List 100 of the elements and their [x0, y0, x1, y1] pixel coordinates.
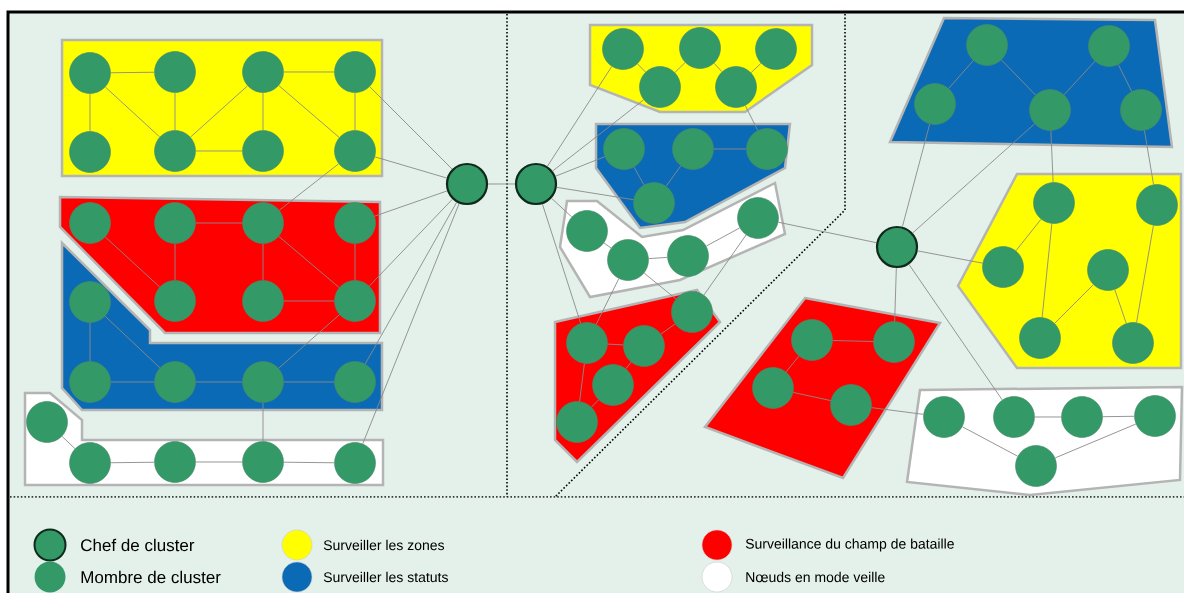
- link-line: [374, 190, 448, 217]
- link-line: [777, 221, 877, 244]
- member-node: [679, 27, 721, 69]
- link-line: [705, 227, 741, 247]
- link-line: [1114, 289, 1127, 324]
- link-line: [703, 234, 747, 296]
- link-line: [487, 183, 516, 185]
- member-node: [334, 202, 376, 244]
- member-node: [242, 130, 284, 172]
- member-node: [242, 202, 284, 244]
- link-line: [174, 92, 176, 131]
- link-line: [104, 236, 161, 288]
- member-node: [26, 401, 68, 443]
- link-line: [190, 85, 248, 138]
- member-node: [1033, 182, 1075, 224]
- link-line: [633, 166, 645, 186]
- link-line: [948, 60, 974, 89]
- member-node: [1134, 395, 1176, 437]
- member-node: [1088, 25, 1130, 67]
- link-line: [579, 363, 585, 402]
- link-line: [61, 435, 76, 450]
- member-node: [737, 197, 779, 239]
- member-node: [154, 130, 196, 172]
- link-line: [364, 201, 458, 365]
- link-line: [1136, 225, 1154, 323]
- link-line: [283, 71, 335, 73]
- member-node: [334, 361, 376, 403]
- member-node: [1061, 396, 1103, 438]
- member-node: [242, 361, 284, 403]
- link-line: [89, 93, 91, 132]
- member-node: [69, 202, 111, 244]
- link-line: [278, 163, 340, 211]
- legend-label: Surveiller les zones: [323, 539, 445, 551]
- link-line: [195, 222, 243, 224]
- link-line: [912, 123, 1035, 234]
- member-node: [1087, 249, 1129, 291]
- link-line: [750, 62, 762, 74]
- link-line: [1054, 423, 1137, 459]
- link-line: [1034, 416, 1062, 418]
- link-line: [278, 314, 340, 369]
- member-node: [334, 51, 376, 93]
- member-node: [830, 384, 872, 426]
- member-node: [566, 322, 608, 364]
- link-line: [1015, 218, 1042, 252]
- member-node: [566, 210, 608, 252]
- link-line: [595, 278, 620, 325]
- link-line: [1144, 130, 1154, 185]
- member-node: [69, 131, 111, 173]
- member-node: [242, 441, 284, 483]
- member-node: [154, 441, 196, 483]
- link-line: [89, 322, 91, 362]
- member-node: [556, 401, 598, 443]
- link-line: [917, 250, 983, 264]
- link-line: [368, 198, 453, 287]
- member-node: [1015, 445, 1057, 487]
- member-node: [1112, 322, 1154, 364]
- link-line: [542, 203, 582, 324]
- link-line: [556, 186, 634, 201]
- member-node: [672, 128, 714, 170]
- member-node: [154, 361, 196, 403]
- legend-label: Nœuds en mode veille: [746, 571, 885, 583]
- link-line: [871, 407, 924, 415]
- link-line: [354, 243, 356, 281]
- member-node: [592, 364, 634, 406]
- link-line: [625, 361, 632, 370]
- member-node: [671, 291, 713, 333]
- link-line: [1054, 284, 1094, 324]
- link-line: [901, 123, 931, 228]
- link-line: [283, 381, 335, 383]
- link-line: [110, 71, 155, 74]
- legend-label: Mombre de cluster: [81, 570, 221, 584]
- link-line: [785, 355, 800, 373]
- link-line: [665, 165, 682, 187]
- link-line: [555, 156, 606, 177]
- link-line: [552, 99, 645, 172]
- link-line: [110, 461, 155, 464]
- link-line: [1117, 64, 1133, 92]
- link-line: [637, 63, 646, 73]
- member-node: [602, 28, 644, 70]
- member-node: [746, 128, 788, 170]
- link-line: [195, 150, 243, 152]
- member-node: [603, 128, 645, 170]
- member-node: [69, 52, 111, 94]
- member-node: [242, 51, 284, 93]
- link-line: [894, 267, 897, 322]
- member-node: [914, 83, 956, 125]
- link-line: [643, 272, 677, 300]
- member-node: [69, 281, 111, 323]
- link-line: [648, 256, 668, 260]
- link-line: [1050, 130, 1054, 183]
- member-node: [752, 367, 794, 409]
- link-line: [546, 66, 613, 167]
- cluster-head-node: [514, 162, 558, 206]
- legend-label: Chef de cluster: [81, 538, 195, 552]
- link-line: [908, 263, 1003, 401]
- member-node: [1029, 89, 1071, 131]
- member-node: [982, 246, 1024, 288]
- legend-label: Surveiller les statuts: [323, 571, 448, 583]
- link-line: [792, 391, 832, 401]
- link-line: [607, 343, 624, 346]
